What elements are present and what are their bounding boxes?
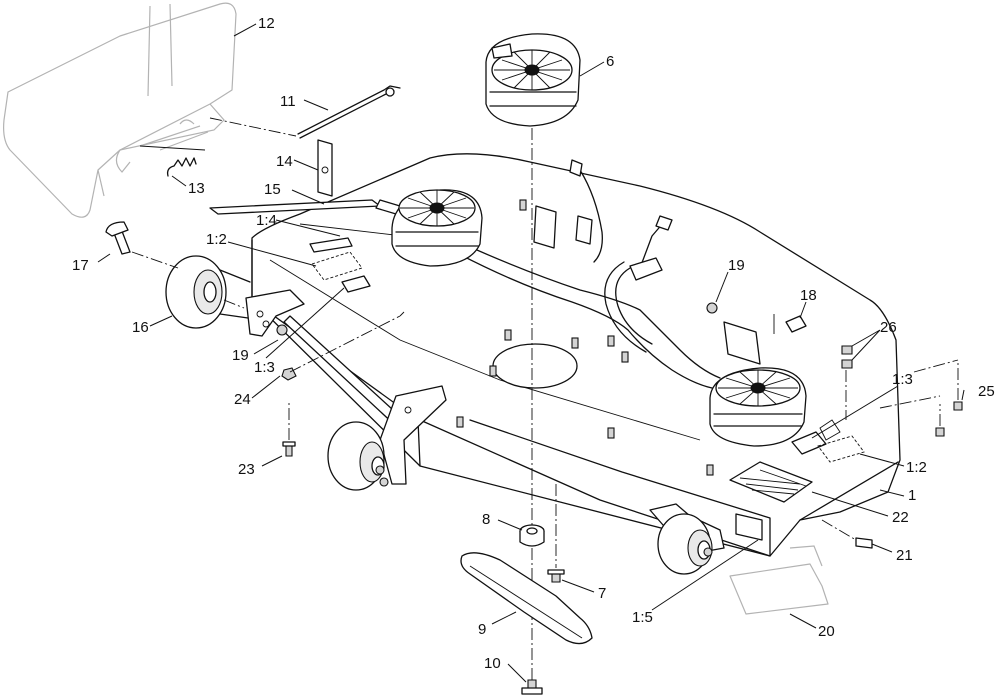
callout-25: 25 — [978, 383, 995, 400]
callout-1-2-left: 1:2 — [206, 231, 227, 248]
callout-1-3-right: 1:3 — [892, 371, 913, 388]
callout-19-right: 19 — [728, 257, 745, 274]
mower-deck — [209, 153, 901, 557]
callout-1-5: 1:5 — [632, 609, 653, 626]
callout-26: 26 — [880, 319, 897, 336]
callout-1: 1 — [908, 487, 916, 504]
callout-16: 16 — [132, 319, 149, 336]
leader-lines — [97, 23, 965, 683]
callout-8: 8 — [482, 511, 490, 528]
left-hardware — [276, 311, 405, 457]
callout-13: 13 — [188, 180, 205, 197]
blade-motor-right — [709, 367, 807, 447]
bolt-21 — [821, 519, 873, 549]
callout-1-2-right: 1:2 — [906, 459, 927, 476]
callout-21: 21 — [896, 547, 913, 564]
side-guard — [729, 545, 829, 615]
front-right-caster — [649, 503, 725, 575]
callout-22: 22 — [892, 509, 909, 526]
callout-24: 24 — [234, 391, 251, 408]
chute-rod — [209, 85, 401, 139]
callout-1-3-left: 1:3 — [254, 359, 275, 376]
chute-spring — [139, 145, 206, 177]
right-decals — [791, 431, 865, 463]
callout-7: 7 — [598, 585, 606, 602]
blade-motor-exploded — [485, 33, 581, 127]
callout-18: 18 — [800, 287, 817, 304]
discharge-chute — [3, 2, 237, 218]
callout-12: 12 — [258, 15, 275, 32]
callout-19-left: 19 — [232, 347, 249, 364]
callout-10: 10 — [484, 655, 501, 672]
callout-17: 17 — [72, 257, 89, 274]
callout-9: 9 — [478, 621, 486, 638]
callout-labels: 12 11 13 14 15 1:4 1:2 17 16 19 1:3 24 2… — [72, 15, 995, 672]
right-hardware — [706, 302, 963, 441]
front-left-caster — [105, 221, 447, 491]
callout-11: 11 — [280, 93, 296, 110]
callout-14: 14 — [276, 153, 293, 170]
callout-1-4: 1:4 — [256, 212, 277, 229]
left-decals — [311, 251, 371, 293]
blade-assembly — [460, 484, 593, 695]
callout-15: 15 — [264, 181, 281, 198]
callout-6: 6 — [606, 53, 614, 70]
callout-20: 20 — [818, 623, 835, 640]
blade-motor-left — [391, 189, 483, 267]
callout-23: 23 — [238, 461, 255, 478]
